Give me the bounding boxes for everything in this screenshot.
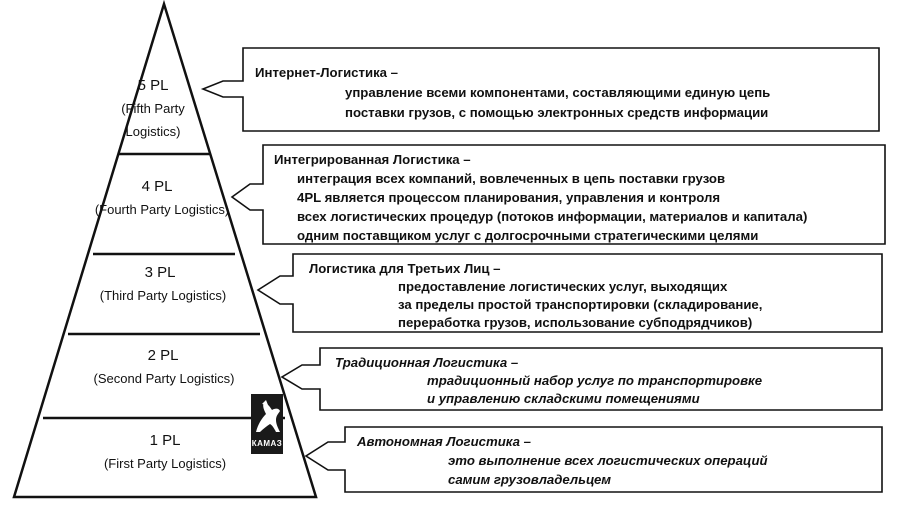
callout-title: Интернет-Логистика – xyxy=(255,65,398,80)
pyramid-level-1pl: 1 PL (First Party Logistics) xyxy=(104,432,226,471)
callout-box xyxy=(280,347,883,411)
pyramid-level-2pl: 2 PL (Second Party Logistics) xyxy=(94,347,235,386)
callout-line: за пределы простой транспортировки (скла… xyxy=(398,297,762,312)
level-name: (Fourth Party Logistics) xyxy=(95,202,229,217)
level-name: (Third Party Logistics) xyxy=(100,288,226,303)
horse-icon xyxy=(256,400,280,432)
callout-title: Автономная Логистика – xyxy=(356,434,532,449)
callout-title: Логистика для Третьих Лиц – xyxy=(309,261,500,276)
callout-line: предоставление логистических услуг, выхо… xyxy=(398,279,728,294)
level-code: 1 PL xyxy=(150,432,181,449)
pyramid-outline xyxy=(12,0,318,499)
logo-text: КАМАЗ xyxy=(252,439,283,448)
callout-line: всех логистических процедур (потоков инф… xyxy=(297,209,807,224)
callout-line: это выполнение всех логистических операц… xyxy=(448,453,768,468)
callout-line: интеграция всех компаний, вовлеченных в … xyxy=(297,171,725,186)
callout-line: переработка грузов, использование субпод… xyxy=(398,315,752,330)
kamaz-logo: КАМАЗ xyxy=(251,394,283,454)
callout-line: поставки грузов, с помощью электронных с… xyxy=(345,105,768,120)
level-code: 2 PL xyxy=(148,347,179,364)
level-code: 4 PL xyxy=(142,178,173,195)
level-code: 5 PL xyxy=(138,77,169,94)
callout-5pl: Интернет-Логистика – управление всеми ко… xyxy=(200,47,880,132)
callout-line: традиционный набор услуг по транспортиро… xyxy=(427,373,762,388)
level-name: (First Party Logistics) xyxy=(104,456,226,471)
callout-line: самим грузовладельцем xyxy=(448,472,611,487)
callout-box xyxy=(304,426,883,493)
pyramid-level-3pl: 3 PL (Third Party Logistics) xyxy=(100,264,226,303)
callout-4pl: Интегрированная Логистика – интеграция в… xyxy=(230,144,886,245)
level-code: 3 PL xyxy=(145,264,176,281)
level-name: Logistics) xyxy=(126,124,181,139)
pyramid-level-5pl: 5 PL (Fifth Party Logistics) xyxy=(121,77,185,139)
callout-box xyxy=(230,144,886,245)
callout-line: управление всеми компонентами, составляю… xyxy=(345,85,770,100)
callout-1pl: Автономная Логистика – это выполнение вс… xyxy=(304,426,883,493)
callout-box xyxy=(256,253,883,333)
callout-title: Интегрированная Логистика – xyxy=(274,152,471,167)
callout-line: и управлению складскими помещениями xyxy=(427,391,700,406)
callout-line: одним поставщиком услуг с долгосрочными … xyxy=(297,228,758,243)
level-name: (Second Party Logistics) xyxy=(94,371,235,386)
callout-line: 4PL является процессом планирования, упр… xyxy=(297,190,720,205)
level-name: (Fifth Party xyxy=(121,101,185,116)
callout-3pl: Логистика для Третьих Лиц – предоставлен… xyxy=(256,253,883,333)
pyramid-level-4pl: 4 PL (Fourth Party Logistics) xyxy=(95,178,229,217)
callout-title: Традиционная Логистика – xyxy=(335,355,519,370)
callout-2pl: Традиционная Логистика – традиционный на… xyxy=(280,347,883,411)
callout-box xyxy=(200,47,880,132)
